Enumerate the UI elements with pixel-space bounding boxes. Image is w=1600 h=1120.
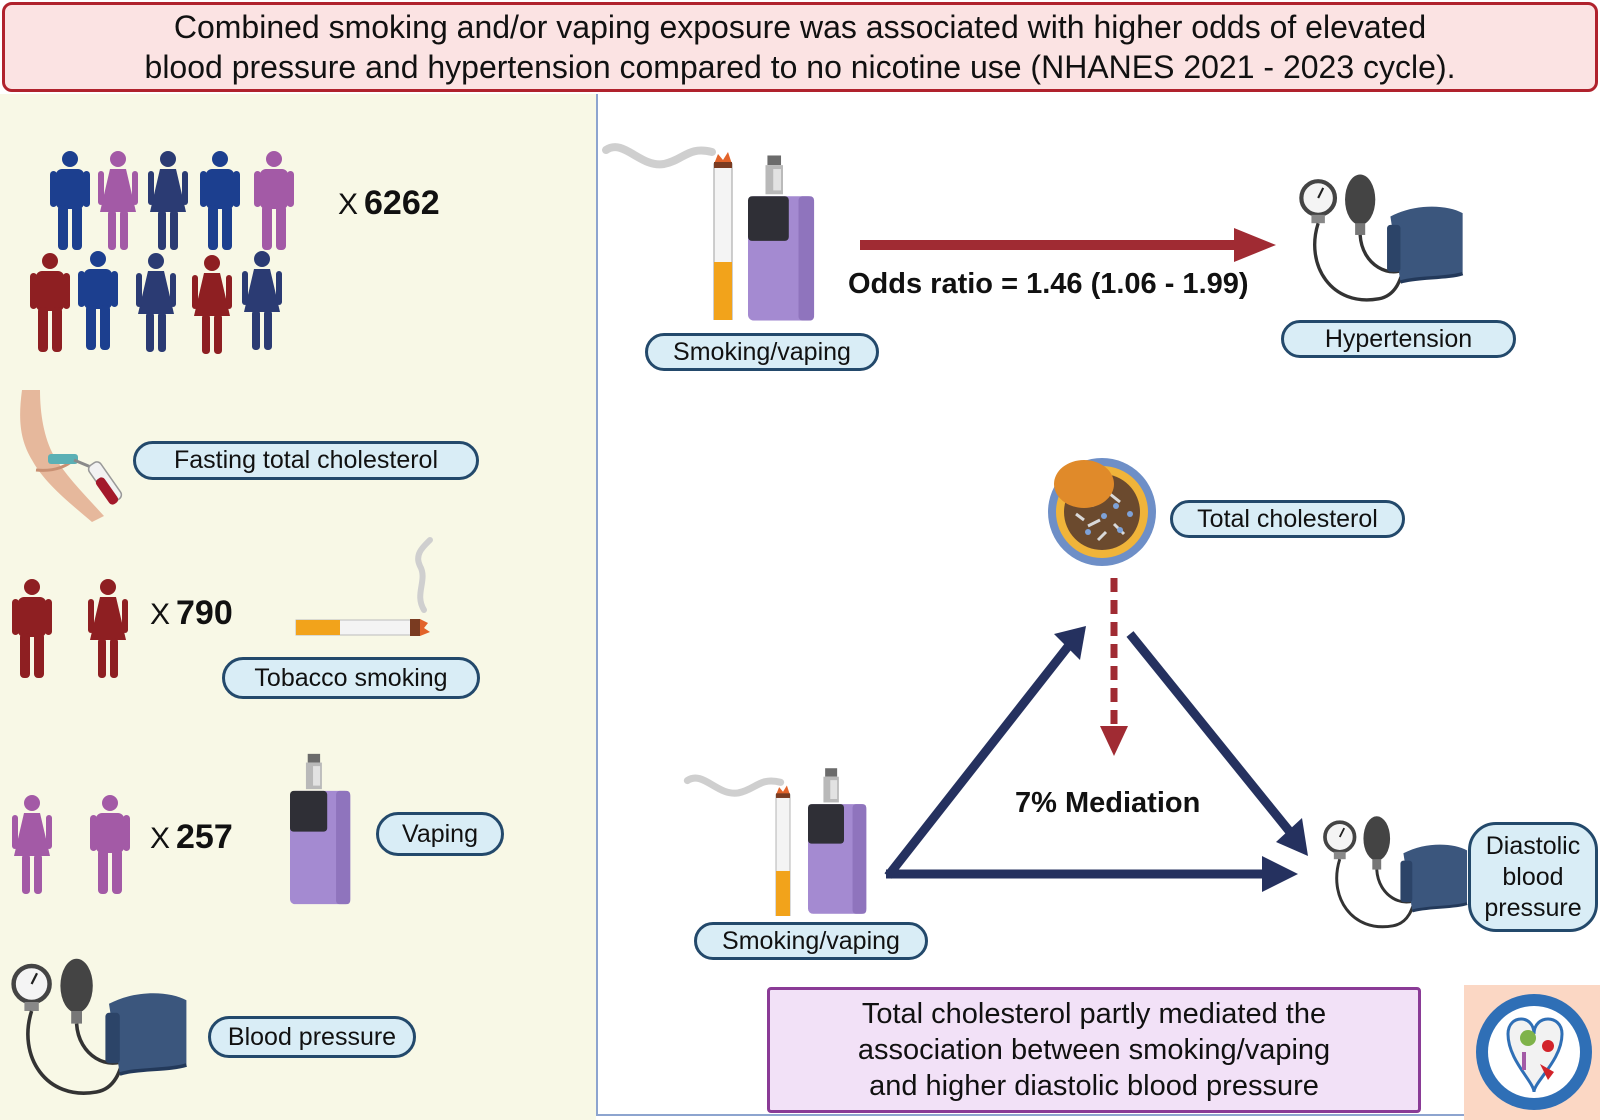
total-cholesterol-pill: Total cholesterol — [1170, 500, 1405, 538]
blood-draw-icon — [20, 390, 123, 522]
summary-line-1: Total cholesterol partly mediated the — [861, 998, 1327, 1030]
population-icon — [30, 151, 294, 354]
cigarette-icon — [295, 537, 433, 636]
fasting-cholesterol-pill: Fasting total cholesterol — [133, 441, 479, 480]
summary-line-2: association between smoking/vaping — [857, 1034, 1331, 1066]
vape-device-icon-2 — [808, 768, 867, 914]
organization-logo — [1476, 994, 1592, 1110]
diastolic-bp-icon — [1323, 814, 1469, 929]
title-line-1: Combined smoking and/or vaping exposure … — [173, 9, 1427, 45]
cigarette-vertical-icon-2 — [775, 784, 791, 916]
population-count-prefix: X — [338, 188, 359, 221]
vaping-pill: Vaping — [376, 812, 504, 856]
odds-arrow — [860, 228, 1276, 262]
hypertension-bp-icon — [1298, 170, 1466, 310]
mediation-dashed-arrow — [1100, 578, 1128, 756]
vapers-icon — [12, 795, 130, 894]
smokers-icon — [12, 579, 128, 678]
mediation-percent-label: 7% Mediation — [1015, 787, 1201, 819]
diastolic-bp-pill: Diastolic blood pressure — [1468, 822, 1598, 932]
hypertension-pill: Hypertension — [1281, 320, 1516, 358]
lipoprotein-icon — [1048, 458, 1156, 566]
tobacco-smoking-pill: Tobacco smoking — [222, 657, 480, 699]
panel-divider-bottom — [596, 1114, 1600, 1116]
title-line-2: blood pressure and hypertension compared… — [144, 49, 1456, 85]
cigarette-vertical-icon — [713, 151, 733, 320]
summary-line-3: and higher diastolic blood pressure — [869, 1070, 1319, 1102]
blood-pressure-pill: Blood pressure — [208, 1016, 416, 1058]
diastolic-bp-line-2: blood — [1502, 862, 1564, 891]
exposure-pill-bottom: Smoking/vaping — [694, 922, 928, 960]
vape-device-icon — [748, 155, 815, 321]
mediation-triangle — [884, 626, 1308, 892]
smoking-count-value: 790 — [176, 594, 233, 632]
panel-divider — [596, 94, 598, 1116]
sphygmomanometer-icon — [10, 954, 190, 1104]
summary-box: Total cholesterol partly mediated the as… — [767, 987, 1421, 1113]
vaping-count-value: 257 — [176, 818, 233, 856]
smoking-count-prefix: X — [150, 598, 171, 631]
diastolic-bp-line-3: pressure — [1484, 893, 1582, 922]
vape-icon — [290, 753, 351, 905]
vaping-count-prefix: X — [150, 822, 171, 855]
population-count-value: 6262 — [364, 184, 440, 222]
smoke-plume-icon-2 — [683, 774, 785, 797]
smoke-plume-icon — [602, 143, 716, 169]
exposure-pill-top: Smoking/vaping — [645, 333, 879, 371]
odds-ratio-label: Odds ratio = 1.46 (1.06 - 1.99) — [848, 268, 1249, 300]
diastolic-bp-line-1: Diastolic — [1485, 831, 1581, 860]
title-banner: Combined smoking and/or vaping exposure … — [2, 2, 1598, 92]
